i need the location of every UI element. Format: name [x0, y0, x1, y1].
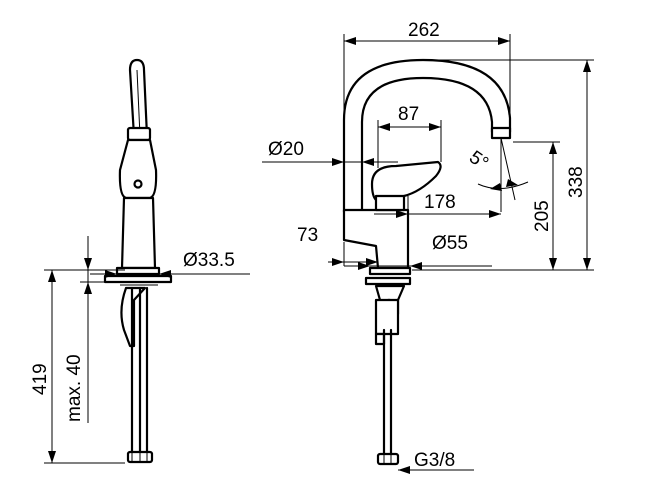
dim-label-205: 205 [532, 200, 553, 232]
side-mounting-clamp [120, 286, 147, 348]
dim-diameter-33-5: Ø33.5 [90, 250, 250, 278]
front-base-flange [368, 266, 412, 276]
front-view [342, 58, 512, 466]
side-body [120, 196, 157, 270]
front-lever-stem [374, 194, 406, 212]
front-hose-end [376, 452, 400, 466]
dim-diameter-55: Ø55 [344, 233, 492, 270]
front-lever-handle [370, 160, 442, 202]
dim-offset-73: 73 [297, 225, 378, 266]
dim-reach-178: 178 [374, 192, 501, 218]
front-body [342, 208, 410, 270]
dim-label-5-deg: 5° [465, 147, 492, 175]
dim-spout-87: 87 [377, 104, 442, 168]
side-lever-screw [133, 179, 143, 189]
dim-height-338: 338 [426, 59, 594, 271]
front-spout-outlet [490, 126, 512, 140]
side-spout-collar [126, 126, 152, 142]
dim-height-419: 419 [30, 269, 125, 464]
side-spout-inner-line [136, 69, 141, 137]
side-spout-tube [128, 58, 149, 138]
dim-angle-5: 5° [465, 137, 529, 212]
dim-diameter-20: Ø20 [262, 139, 398, 166]
dim-max-40: max. 40 [64, 236, 126, 423]
dim-label-419: 419 [30, 363, 51, 395]
front-spout-arc [342, 58, 512, 214]
side-base-flange [115, 266, 161, 276]
dim-width-262: 262 [343, 20, 511, 126]
dim-label-33-5: Ø33.5 [183, 250, 235, 271]
dim-height-205: 205 [412, 141, 560, 271]
dim-label-max-40: max. 40 [64, 354, 85, 422]
dim-label-178: 178 [424, 192, 456, 213]
dim-thread-g3-8: G3/8 [398, 450, 474, 474]
side-countertop-plate [103, 274, 173, 284]
front-countertop-plate [364, 276, 412, 286]
dim-label-g3-8: G3/8 [414, 450, 455, 471]
dim-label-87: 87 [398, 104, 419, 125]
dim-label-20: Ø20 [268, 139, 304, 160]
dim-label-55: Ø55 [432, 233, 468, 254]
dim-label-338: 338 [566, 166, 587, 198]
side-view [103, 58, 173, 464]
side-lever-cap [118, 138, 158, 200]
dim-label-73: 73 [297, 225, 318, 246]
dim-label-262: 262 [408, 20, 440, 41]
